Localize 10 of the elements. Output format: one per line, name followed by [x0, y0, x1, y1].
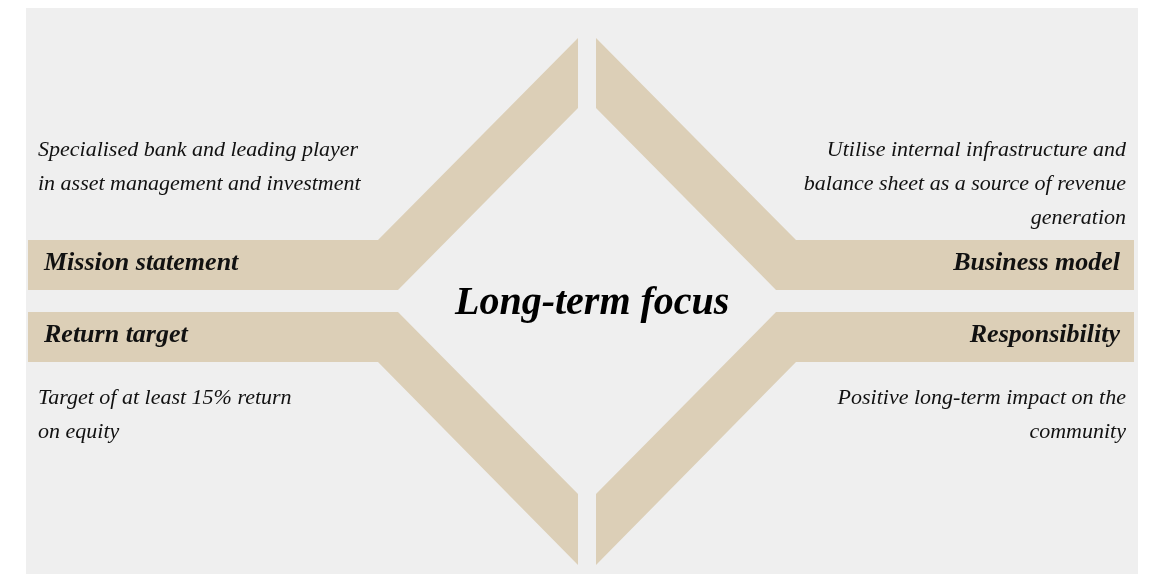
- band-heading: Return target: [44, 319, 188, 349]
- band-heading: Business model: [953, 247, 1120, 277]
- band-heading: Mission statement: [44, 247, 239, 277]
- description-text: Utilise internal infrastructure and balance sheet as a source of revenue generation: [802, 135, 1126, 231]
- pillar-band: [28, 38, 578, 290]
- description-text: Specialised bank and leading player in asset management and investment: [38, 135, 362, 197]
- band-heading: Responsibility: [969, 319, 1120, 349]
- center-title: Long-term focus: [455, 276, 730, 324]
- description-text: Positive long-term impact on the community: [836, 383, 1126, 445]
- description-text: Target of at least 15% return on equity: [38, 383, 293, 445]
